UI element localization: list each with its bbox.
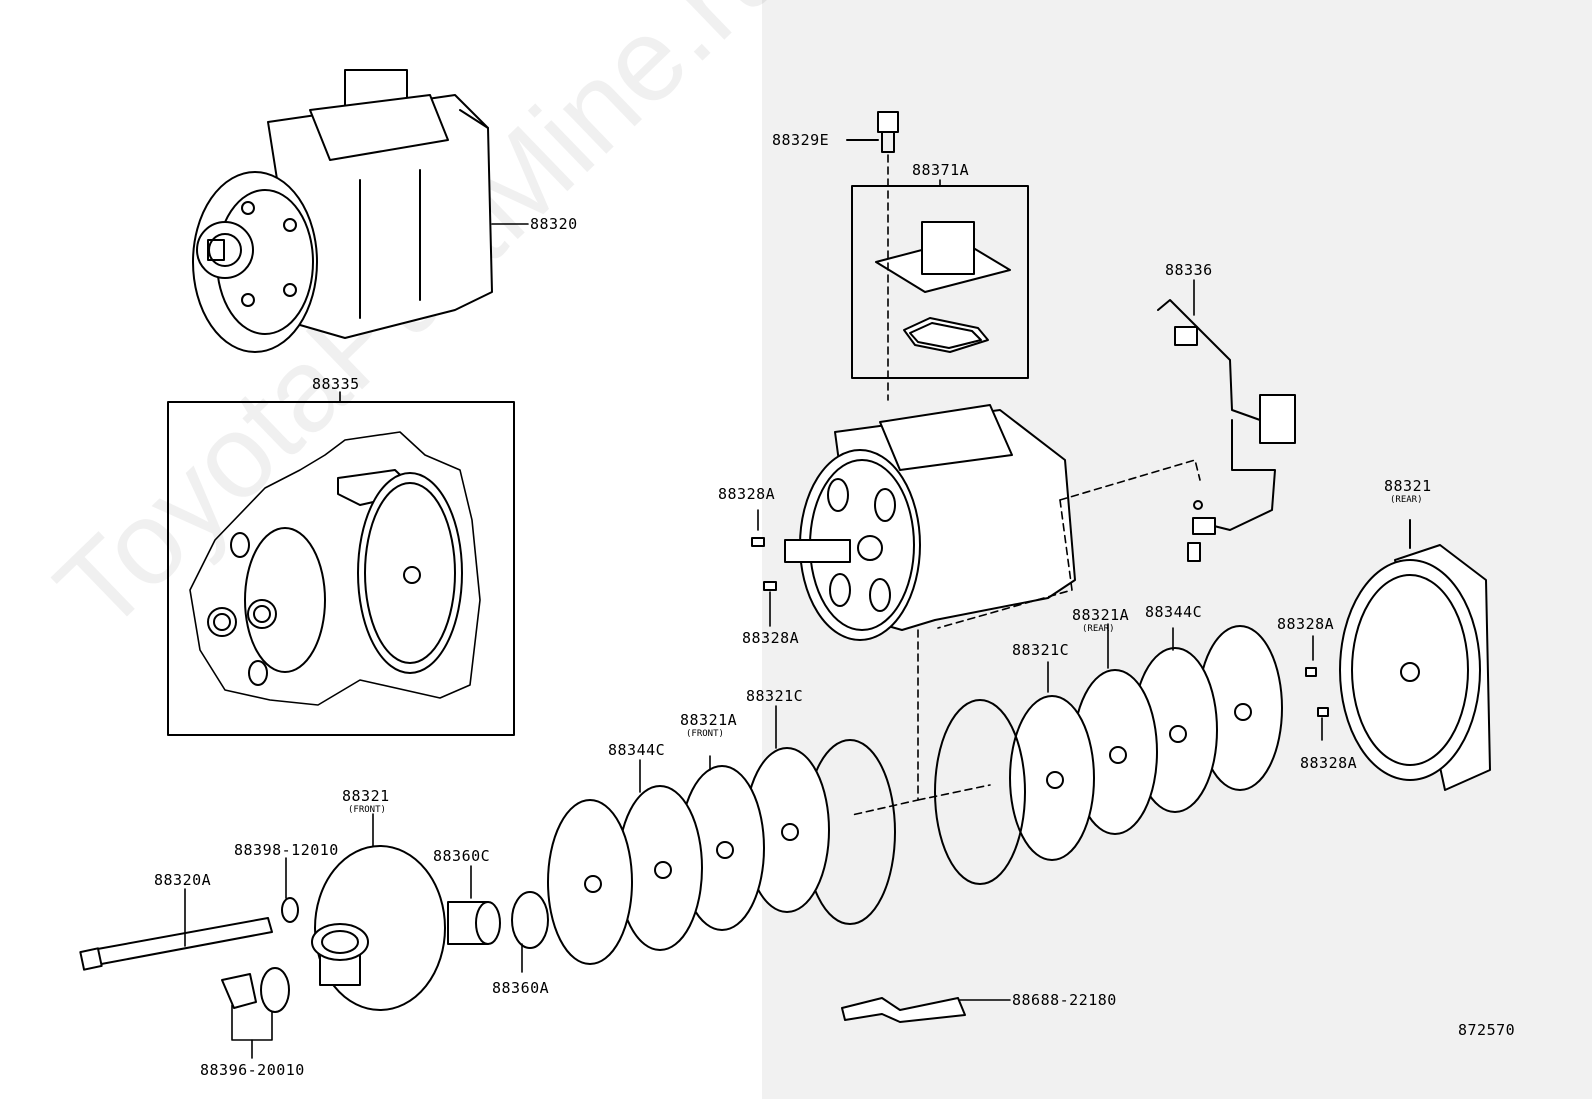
- valve-plates-left: [547, 739, 896, 965]
- label-snap-ring: 88360A: [492, 979, 550, 997]
- label-housing-front-sub: (FRONT): [348, 805, 386, 815]
- label-bolt-top: 88329E: [772, 131, 830, 149]
- label-valve-plate-front-sub: (FRONT): [686, 729, 724, 739]
- label-housing-rear-sub: (REAR): [1390, 495, 1423, 505]
- sensor-drawing: [1157, 299, 1296, 562]
- label-reed-valve-front: 88321C: [746, 687, 804, 705]
- label-housing-front: 88321: [342, 787, 390, 805]
- compressor-body-drawing: [784, 404, 1076, 641]
- label-seal-kit: 88396-20010: [200, 1061, 305, 1079]
- label-reed-valve-rear: 88321C: [1012, 641, 1070, 659]
- front-housing-drawing: [311, 845, 446, 1011]
- top-bolt-drawing: [846, 111, 899, 153]
- label-through-bolt: 88320A: [154, 871, 212, 889]
- label-gasket-rear: 88344C: [1145, 603, 1203, 621]
- label-gasket-kit: 88335: [312, 375, 360, 393]
- label-pin-3: 88328A: [1277, 615, 1335, 633]
- label-bracket: 88688-22180: [1012, 991, 1117, 1009]
- label-sensor: 88336: [1165, 261, 1213, 279]
- bracket-drawing: [841, 997, 966, 1023]
- gasket-kit-drawing: [167, 401, 515, 736]
- label-pin-2: 88328A: [742, 629, 800, 647]
- label-valve-plate-rear-sub: (REAR): [1082, 624, 1115, 634]
- label-pin-4: 88328A: [1300, 754, 1358, 772]
- seal-parts-drawing: [221, 891, 549, 1013]
- label-pin-1: 88328A: [718, 485, 776, 503]
- label-valve-kit: 88371A: [912, 161, 970, 179]
- through-bolt-drawing: [79, 897, 299, 971]
- label-valve-plate-rear: 88321A: [1072, 606, 1130, 624]
- valve-plates-right: [934, 625, 1283, 885]
- leader-lines: [184, 179, 1195, 1059]
- rear-housing-drawing: [1339, 519, 1491, 791]
- label-gasket-front: 88344C: [608, 741, 666, 759]
- dashed-guide-lines: [851, 154, 1201, 816]
- pins-drawing: [751, 509, 1329, 741]
- diagram-number: 872570: [1458, 1021, 1516, 1039]
- compressor-assembly-drawing: [192, 69, 493, 353]
- label-shaft-seal: 88360C: [433, 847, 491, 865]
- valve-kit-drawing: [851, 185, 1029, 379]
- label-compressor-assy: 88320: [530, 215, 578, 233]
- label-housing-rear: 88321: [1384, 477, 1432, 495]
- label-valve-plate-front: 88321A: [680, 711, 738, 729]
- label-washer: 88398-12010: [234, 841, 339, 859]
